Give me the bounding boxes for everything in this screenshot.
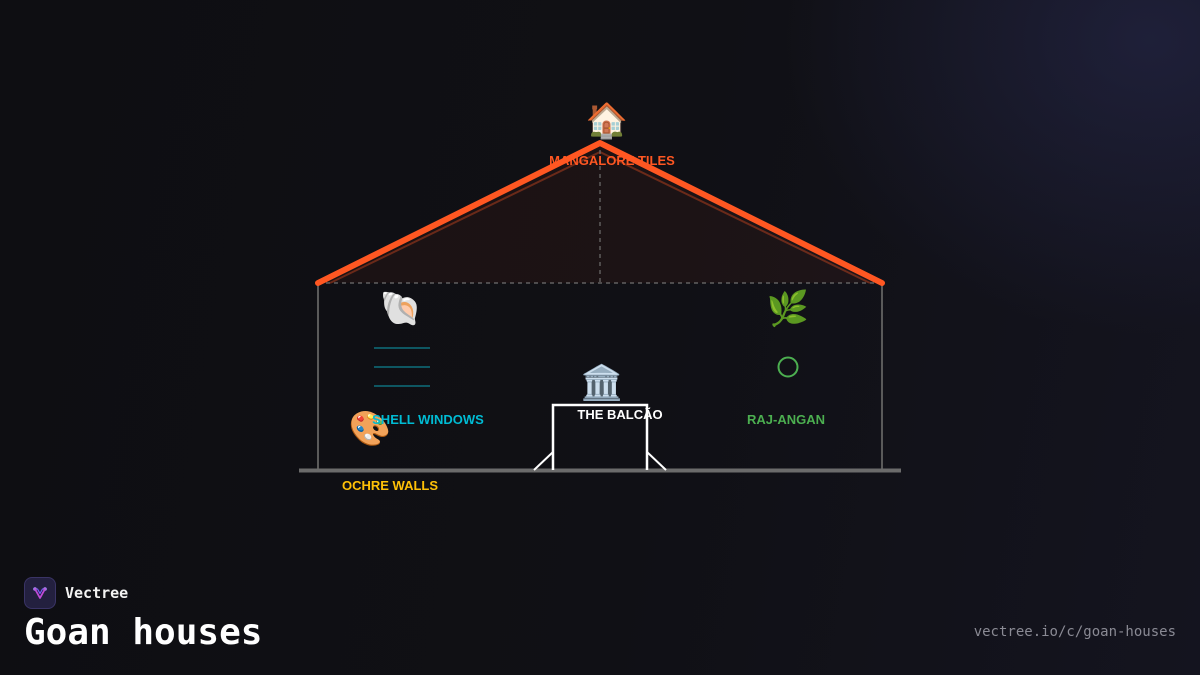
balcao-structure: [533, 403, 667, 471]
label-the-balcao: THE BALCÃO: [577, 407, 662, 422]
shell-icon: 🐚: [380, 289, 422, 329]
roof-underside: [318, 143, 882, 283]
page-url[interactable]: vectree.io/c/goan-houses: [973, 624, 1176, 640]
raj-angan-courtyard: [777, 356, 799, 378]
label-raj-angan: RAJ-ANGAN: [747, 412, 825, 427]
brand-name: Vectree: [65, 584, 129, 602]
leaf-icon: 🌿: [767, 289, 809, 329]
classical-building-icon: 🏛️: [581, 363, 623, 403]
brand[interactable]: Vectree: [24, 577, 128, 609]
house-icon: 🏠: [586, 101, 628, 141]
page-title: Goan houses: [24, 612, 263, 653]
palette-icon: 🎨: [349, 408, 391, 449]
label-ochre-walls: OCHRE WALLS: [342, 478, 438, 493]
label-shell-windows: SHELL WINDOWS: [372, 412, 484, 427]
label-mangalore-tiles: MANGALORE TILES: [549, 153, 675, 168]
vectree-logo-icon: [24, 577, 56, 609]
roof: [315, 140, 885, 286]
shell-window-panes: [374, 347, 430, 387]
